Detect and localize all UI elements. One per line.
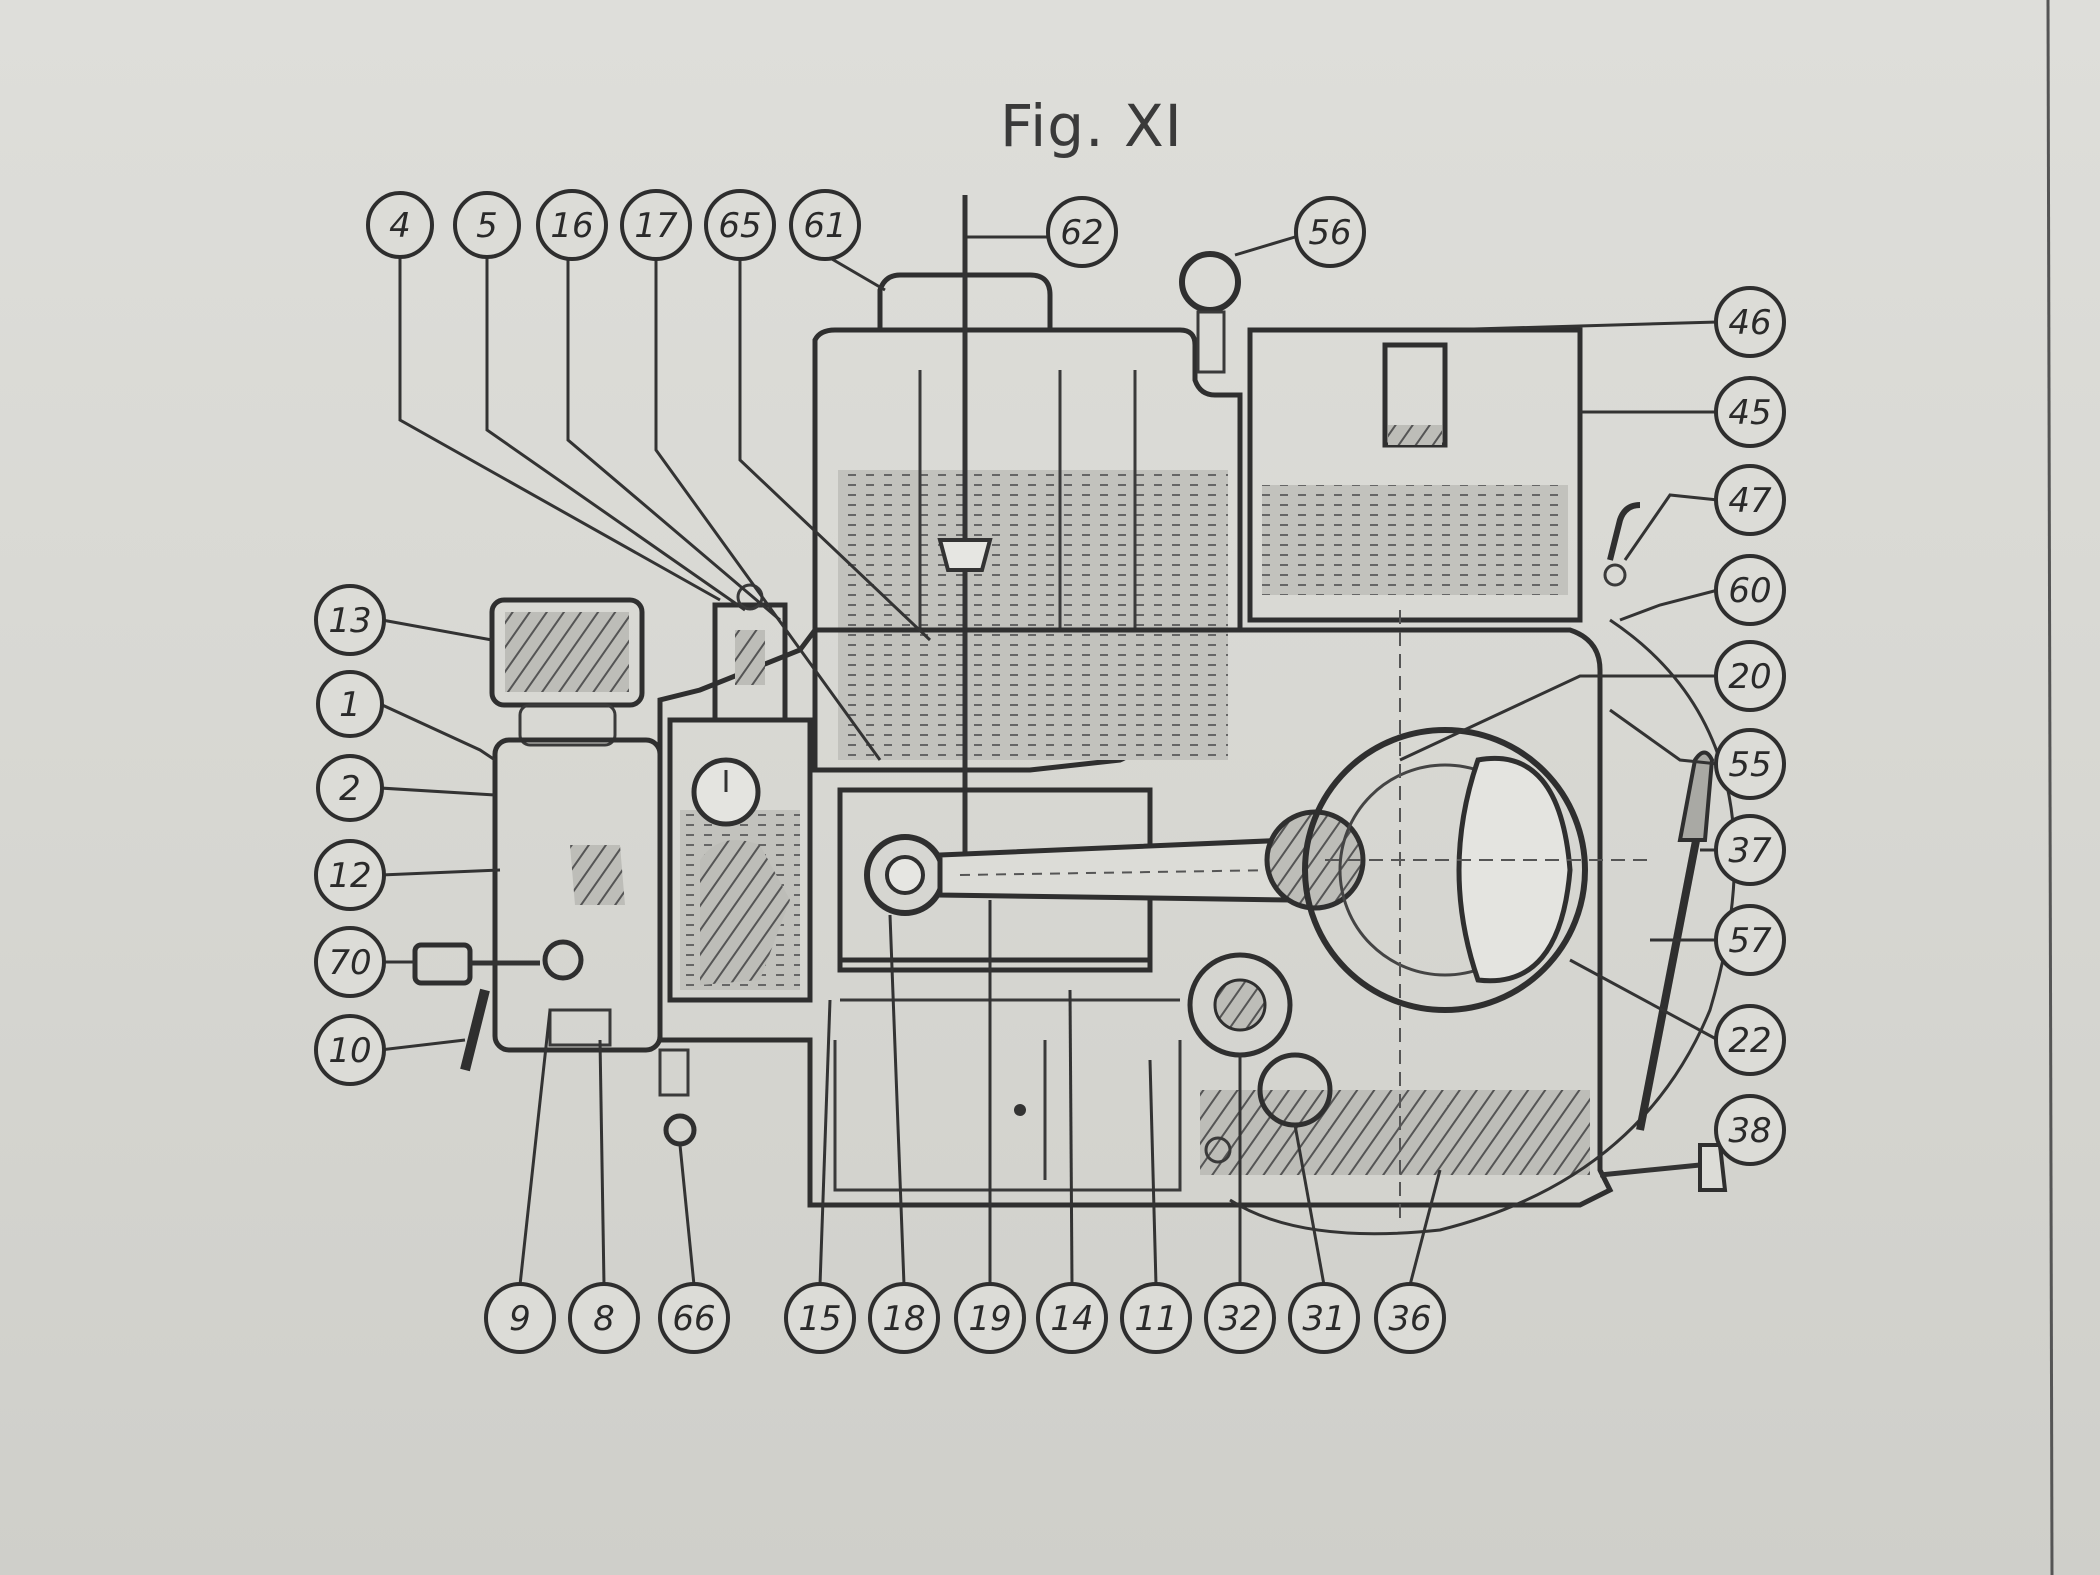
lifting-eye [1179,251,1241,313]
svg-text:38: 38 [1728,1111,1771,1151]
callout-10: 10 [314,1014,386,1086]
svg-text:66: 66 [672,1299,715,1339]
callout-46: 46 [1714,286,1786,358]
callout-38: 38 [1714,1094,1786,1166]
pump-lever [460,988,490,1072]
water-pipe [1607,502,1641,561]
svg-text:32: 32 [1218,1299,1261,1339]
svg-text:12: 12 [328,856,371,896]
tank-liquid [838,470,1228,760]
callout-17: 17 [620,189,692,261]
svg-text:16: 16 [550,206,593,246]
callout-4: 4 [366,191,434,259]
svg-text:56: 56 [1308,213,1351,253]
callout-32: 32 [1204,1282,1276,1354]
callout-18: 18 [868,1282,940,1354]
callout-8: 8 [568,1282,640,1354]
svg-text:47: 47 [1728,481,1772,521]
svg-text:60: 60 [1728,571,1771,611]
callout-31: 31 [1288,1282,1360,1354]
callout-47: 47 [1714,464,1786,536]
svg-text:20: 20 [1728,657,1771,697]
page-border-line [2046,0,2054,1575]
callout-60: 60 [1714,554,1786,626]
callout-36: 36 [1374,1282,1446,1354]
svg-text:19: 19 [968,1299,1011,1339]
svg-text:1: 1 [339,685,361,725]
callout-37: 37 [1714,814,1786,886]
svg-text:37: 37 [1728,831,1772,871]
callout-62: 62 [1046,196,1118,268]
crankcase-outline [657,627,1614,1208]
callout-66: 66 [658,1282,730,1354]
drain-valve [1698,1143,1728,1192]
callout-70: 70 [314,926,386,998]
svg-text:45: 45 [1728,393,1771,433]
figure-title: Fig. XI [1000,92,1183,160]
flywheel-housing [1302,727,1588,1013]
svg-text:2: 2 [339,769,361,809]
drain-cock [663,1113,697,1147]
svg-text:18: 18 [882,1299,925,1339]
callout-45: 45 [1714,376,1786,448]
svg-text:15: 15 [798,1299,841,1339]
leader-lines [379,235,1722,1286]
svg-text:4: 4 [389,206,411,246]
svg-text:36: 36 [1388,1299,1431,1339]
callout-22: 22 [1714,1004,1786,1076]
start-lever [1636,819,1704,1131]
svg-text:46: 46 [1728,303,1771,343]
callout-65: 65 [704,189,776,261]
callout-2: 2 [316,754,384,822]
flywheel-hub [1456,756,1573,984]
callout-20: 20 [1714,640,1786,712]
callout-11: 11 [1120,1282,1192,1354]
svg-text:22: 22 [1728,1021,1771,1061]
callout-15: 15 [784,1282,856,1354]
svg-text:17: 17 [634,206,678,246]
float [937,538,993,572]
callout-61: 61 [789,189,861,261]
svg-text:11: 11 [1134,1299,1177,1339]
callout-57: 57 [1714,904,1786,976]
svg-text:62: 62 [1060,213,1103,253]
callout-1: 1 [316,670,384,738]
fuel-inlet-connector [412,942,473,986]
cooling-tank-liquid [1262,485,1568,595]
svg-text:13: 13 [328,601,371,641]
svg-text:65: 65 [718,206,761,246]
callout-56: 56 [1294,196,1366,268]
svg-text:9: 9 [509,1299,531,1339]
callout-9: 9 [484,1282,556,1354]
svg-text:70: 70 [328,943,371,983]
fuel-pump-body [492,737,663,1053]
svg-text:10: 10 [328,1031,371,1071]
cooling-tank [1247,327,1583,623]
engine-drawing [412,195,1737,1236]
callout-16: 16 [536,189,608,261]
callout-5: 5 [453,191,521,259]
lifting-eye-shank [1196,310,1226,374]
callout-55: 55 [1714,728,1786,800]
svg-text:8: 8 [593,1299,615,1339]
svg-text:55: 55 [1728,745,1771,785]
oil-sump [1200,1090,1590,1175]
svg-text:14: 14 [1050,1299,1093,1339]
svg-text:31: 31 [1302,1299,1345,1339]
svg-text:5: 5 [476,206,498,246]
injector-housing [712,602,788,723]
callout-19: 19 [954,1282,1026,1354]
fuel-pump-valve [542,939,584,981]
callout-12: 12 [314,839,386,911]
callout-14: 14 [1036,1282,1108,1354]
callout-13: 13 [314,584,386,656]
svg-text:61: 61 [803,206,846,246]
svg-text:57: 57 [1728,921,1772,961]
